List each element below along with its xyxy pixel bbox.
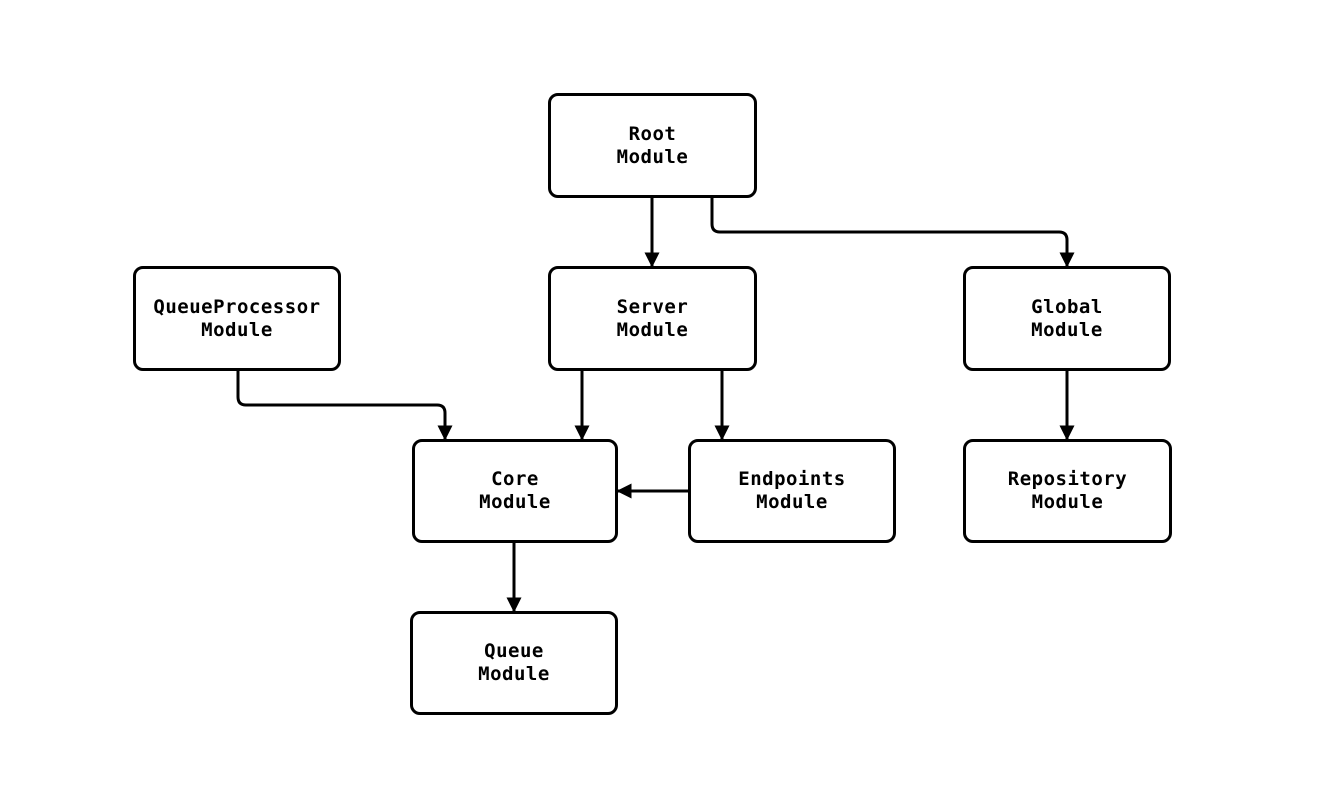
node-label: QueueProcessor Module <box>153 295 321 341</box>
node-label: Global Module <box>1031 295 1103 341</box>
node-label: Repository Module <box>1007 468 1128 513</box>
node-label: Server Module <box>616 295 689 341</box>
node-queue-module: Queue Module <box>410 611 618 715</box>
edge-root-to-global <box>710 198 1075 268</box>
node-endpoints-module: Endpoints Module <box>688 439 896 543</box>
node-label: Queue Module <box>478 640 550 685</box>
node-label: Endpoints Module <box>738 468 846 513</box>
node-label: Core Module <box>479 468 551 513</box>
node-server-module: Server Module <box>548 266 757 371</box>
node-queueprocessor-module: QueueProcessor Module <box>133 266 341 371</box>
node-root-module: Root Module <box>548 93 757 198</box>
node-repository-module: Repository Module <box>963 439 1172 543</box>
edge-queueprocessor-to-core <box>236 371 453 441</box>
node-global-module: Global Module <box>963 266 1171 371</box>
node-core-module: Core Module <box>412 439 618 543</box>
node-label: Root Module <box>616 122 689 168</box>
